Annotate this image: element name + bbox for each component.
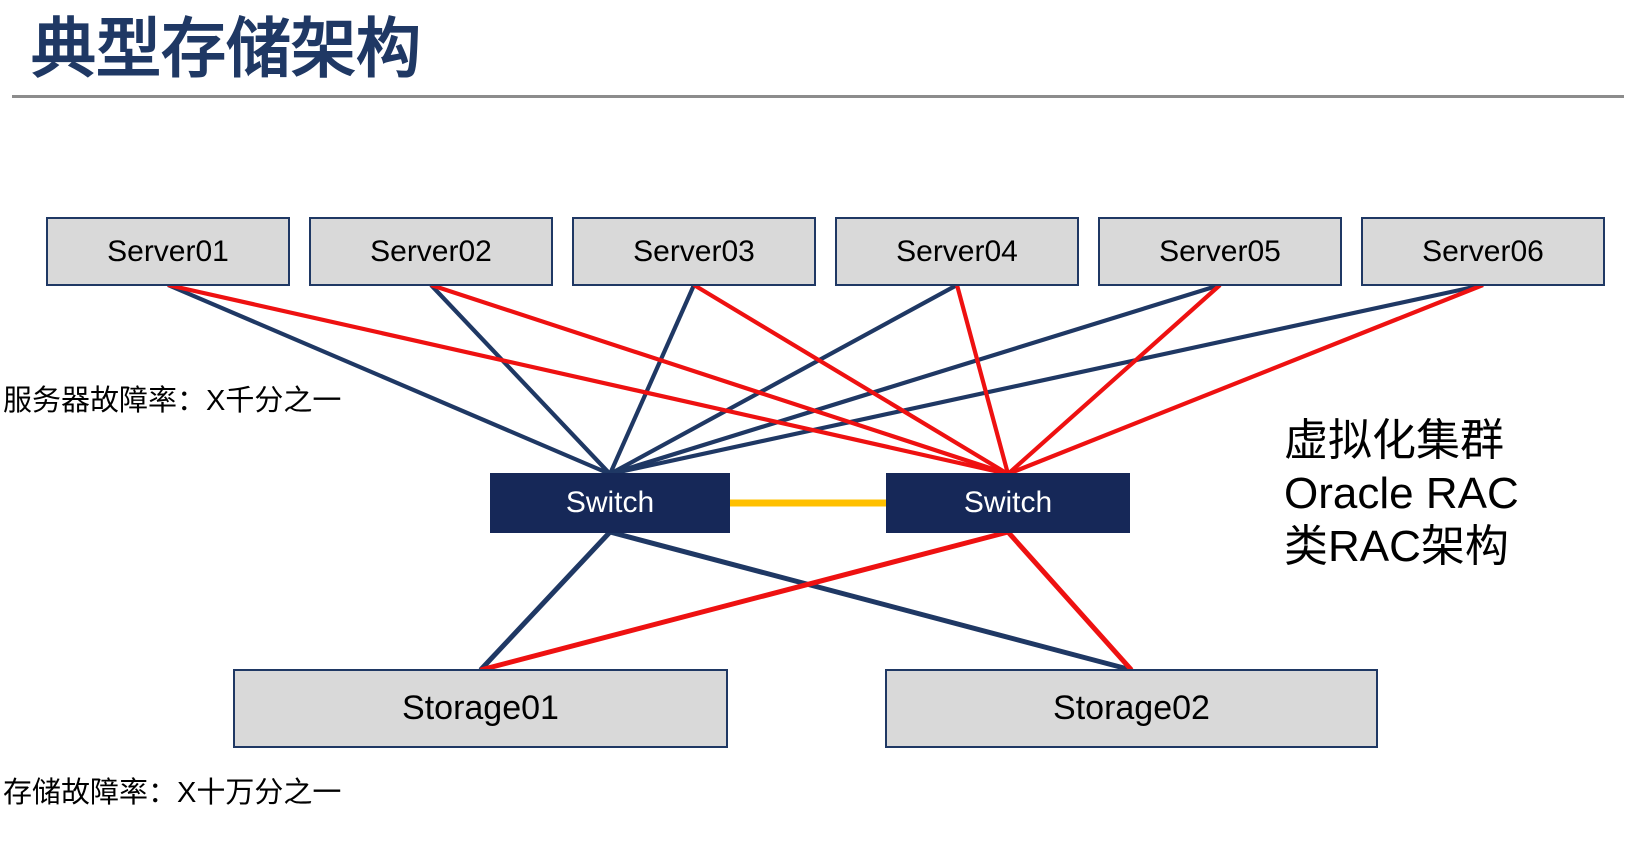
server-node: Server03	[572, 217, 816, 286]
cluster-note: 虚拟化集群 Oracle RAC 类RAC架构	[1284, 414, 1519, 573]
link-switch2-storage1	[479, 529, 1009, 673]
link-server5-switch1	[609, 282, 1221, 477]
link-server6-switch2	[1007, 283, 1484, 476]
link-server3-switch1	[608, 284, 696, 475]
storage-label: Storage02	[1053, 689, 1210, 727]
switch-label: Switch	[963, 486, 1053, 519]
server-label: Server01	[107, 234, 229, 268]
server-node: Server01	[46, 217, 290, 286]
link-switch2-storage2	[1006, 530, 1134, 672]
server-label: Server06	[1422, 234, 1544, 268]
cluster-note-line: Oracle RAC	[1284, 469, 1519, 518]
server-label: Server03	[633, 234, 755, 268]
server-label: Server02	[370, 234, 492, 268]
cluster-note-line: 虚拟化集群	[1284, 416, 1504, 465]
server-failure-rate-label: 服务器故障率：X千分之一	[3, 385, 342, 417]
storage-node: Storage01	[233, 669, 728, 748]
link-switch1-storage1	[478, 530, 612, 672]
storage-label: Storage01	[402, 689, 559, 727]
server-node: Server06	[1361, 217, 1605, 286]
link-server2-switch1	[429, 283, 612, 476]
link-server3-switch2	[692, 283, 1010, 476]
server-node: Server04	[835, 217, 1079, 286]
link-server2-switch2	[430, 283, 1009, 476]
switch-node-left: Switch	[490, 473, 730, 533]
link-server5-switch2	[1006, 283, 1222, 476]
title-divider	[12, 95, 1624, 98]
server-label: Server04	[896, 234, 1018, 268]
link-server4-switch1	[608, 283, 959, 476]
link-switch1-storage2	[609, 529, 1133, 673]
switch-node-right: Switch	[886, 473, 1130, 533]
link-server6-switch1	[609, 282, 1484, 477]
page-title: 典型存储架构	[31, 12, 422, 85]
server-node: Server02	[309, 217, 553, 286]
storage-failure-rate-label: 存储故障率：X十万分之一	[3, 777, 342, 809]
link-server4-switch2	[954, 284, 1011, 475]
storage-node: Storage02	[885, 669, 1378, 748]
link-server1-switch2	[167, 282, 1009, 477]
link-server1-switch1	[167, 283, 611, 476]
switch-label: Switch	[565, 486, 655, 519]
server-node: Server05	[1098, 217, 1342, 286]
server-label: Server05	[1159, 234, 1281, 268]
cluster-note-line: 类RAC架构	[1284, 522, 1509, 571]
